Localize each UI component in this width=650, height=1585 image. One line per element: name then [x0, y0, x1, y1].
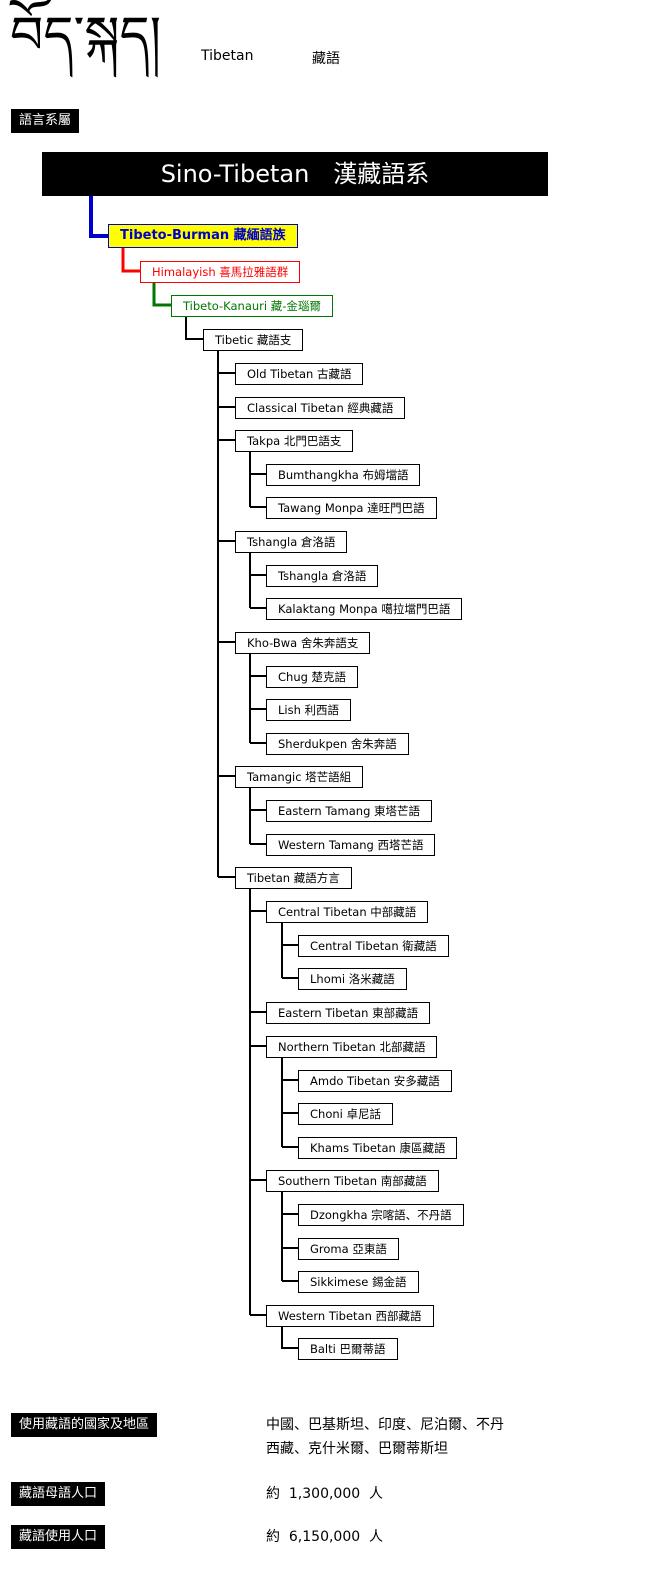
- tree-root-sino-tibetan: Sino-Tibetan 漢藏語系: [42, 152, 548, 196]
- regions-line-2: 西藏、克什米爾、巴爾蒂斯坦: [266, 1441, 448, 1457]
- node-tibetic: Tibetic 藏語支: [203, 329, 304, 351]
- node-tawang-monpa: Tawang Monpa 達旺門巴語: [266, 497, 437, 519]
- node-kalaktang-monpa: Kalaktang Monpa 噶拉壋門巴語: [266, 598, 463, 620]
- chinese-name: 藏語: [312, 51, 340, 67]
- total-speakers-label: 藏語使用人口: [11, 1525, 106, 1549]
- english-name: Tibetan: [201, 48, 254, 64]
- node-northern-tibetan: Northern Tibetan 北部藏語: [266, 1036, 438, 1058]
- node-sikkimese: Sikkimese 錫金語: [298, 1271, 419, 1293]
- node-tibetan-dialects: Tibetan 藏語方言: [235, 867, 352, 889]
- node-tshangla: Tshangla 倉洛語: [266, 565, 379, 587]
- node-dzongkha: Dzongkha 宗喀語、不丹語: [298, 1204, 464, 1226]
- regions-line-1: 中國、巴基斯坦、印度、尼泊爾、不丹: [266, 1417, 504, 1433]
- node-lish: Lish 利西語: [266, 699, 352, 721]
- node-chug: Chug 楚克語: [266, 666, 359, 688]
- node-takpa: Takpa 北門巴語支: [235, 430, 354, 452]
- node-lhomi: Lhomi 洛米藏語: [298, 968, 407, 990]
- node-kho-bwa: Kho-Bwa 舍朱奔語支: [235, 632, 371, 654]
- node-central-tibetan: Central Tibetan 中部藏語: [266, 901, 429, 923]
- node-southern-tibetan: Southern Tibetan 南部藏語: [266, 1170, 439, 1192]
- native-speakers-value: 約 1,300,000 人: [266, 1486, 384, 1502]
- node-central-tibetan-u: Central Tibetan 衛藏語: [298, 935, 449, 957]
- node-balti: Balti 巴爾蒂語: [298, 1338, 398, 1360]
- regions-label: 使用藏語的國家及地區: [11, 1413, 158, 1437]
- node-tshangla-group: Tshangla 倉洛語: [235, 531, 348, 553]
- node-eastern-tamang: Eastern Tamang 東塔芒語: [266, 800, 433, 822]
- native-speakers-label: 藏語母語人口: [11, 1482, 106, 1506]
- node-tibeto-burman: Tibeto-Burman 藏緬語族: [108, 224, 298, 248]
- node-western-tamang: Western Tamang 西塔芒語: [266, 834, 436, 856]
- node-tibeto-kanauri: Tibeto-Kanauri 藏-金瑙爾: [171, 295, 333, 317]
- node-choni: Choni 卓尼話: [298, 1103, 393, 1125]
- node-amdo-tibetan: Amdo Tibetan 安多藏語: [298, 1070, 452, 1092]
- node-eastern-tibetan: Eastern Tibetan 東部藏語: [266, 1002, 431, 1024]
- section-label-classification: 語言系屬: [11, 109, 80, 133]
- node-tamangic: Tamangic 塔芒語組: [235, 766, 364, 788]
- node-old-tibetan: Old Tibetan 古藏語: [235, 363, 364, 385]
- node-classical-tibetan: Classical Tibetan 經典藏語: [235, 397, 406, 419]
- node-western-tibetan: Western Tibetan 西部藏語: [266, 1305, 434, 1327]
- node-himalayish: Himalayish 喜馬拉雅語群: [140, 261, 301, 283]
- node-groma: Groma 亞東語: [298, 1238, 399, 1260]
- total-speakers-value: 約 6,150,000 人: [266, 1529, 384, 1545]
- node-sherdukpen: Sherdukpen 舍朱奔語: [266, 733, 409, 755]
- node-khams-tibetan: Khams Tibetan 康區藏語: [298, 1137, 458, 1159]
- node-bumthangkha: Bumthangkha 布姆壋語: [266, 464, 421, 486]
- tibetan-script-title: བོད་སྐད།: [10, 6, 162, 66]
